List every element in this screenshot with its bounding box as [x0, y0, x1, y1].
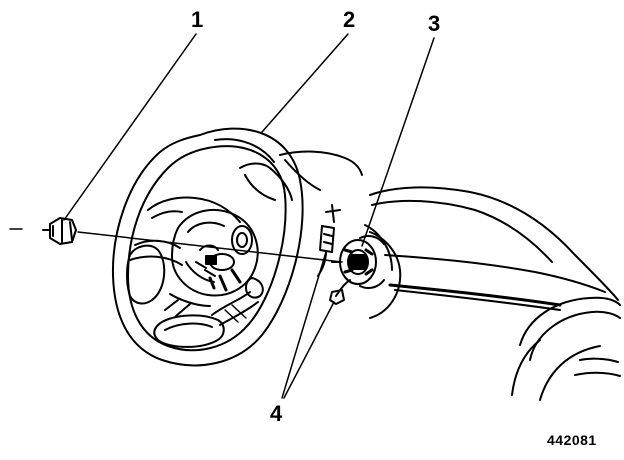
retaining-nut	[43, 218, 76, 244]
leader-line-2	[262, 34, 348, 132]
callout-3: 3	[428, 11, 441, 36]
callout-2: 2	[343, 7, 356, 32]
steering-column	[332, 236, 384, 288]
assembly-centerline-long	[78, 232, 342, 262]
instrument-panel	[240, 152, 620, 400]
callout-1: 1	[191, 7, 204, 32]
leader-line-4a	[282, 252, 326, 398]
figure-id: 442081	[547, 432, 597, 448]
leader-line-3	[362, 38, 434, 246]
leader-line-1	[64, 34, 196, 220]
wiring-connectors	[318, 205, 350, 304]
leader-line-4b	[284, 302, 334, 398]
callout-4: 4	[270, 401, 283, 426]
